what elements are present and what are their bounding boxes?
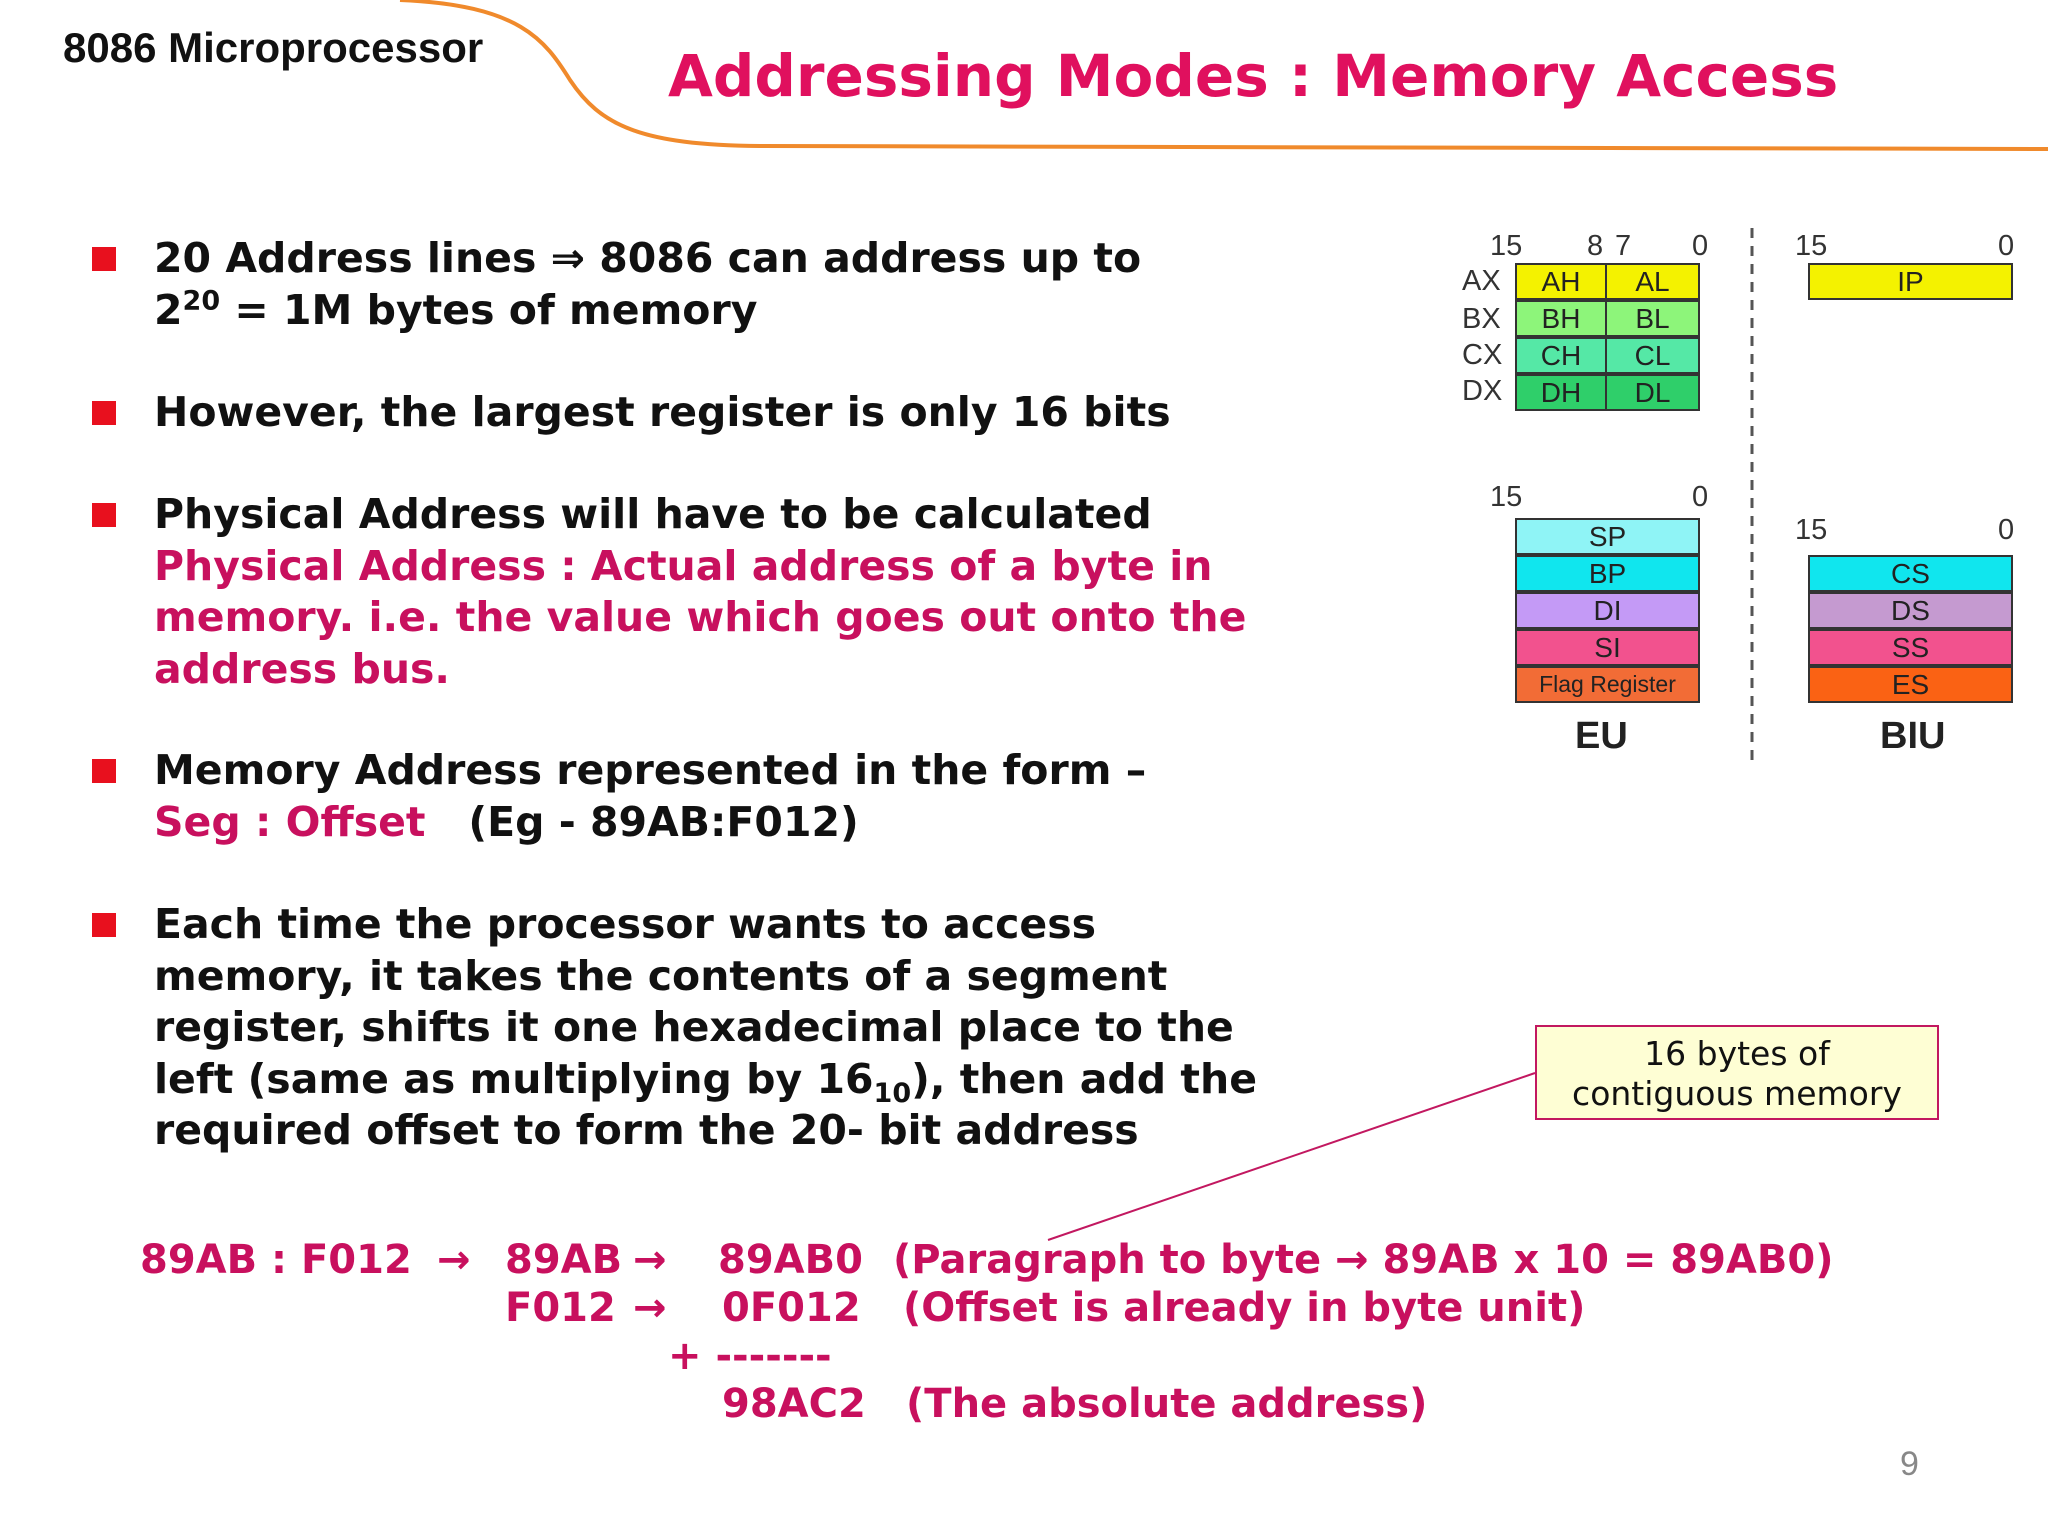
bullet-marker xyxy=(92,759,116,783)
course-title: 8086 Microprocessor xyxy=(63,24,484,71)
callout-box: 16 bytes of contiguous memory xyxy=(1535,1025,1939,1120)
bullet-line: memory. i.e. the value which goes out on… xyxy=(154,593,1247,641)
calc-result: 98AC2 xyxy=(722,1381,866,1427)
page-number: 9 xyxy=(1900,1445,1919,1483)
bit-label: 7 xyxy=(1615,230,1632,262)
bullet-line: Memory Address represented in the form – xyxy=(154,746,1147,794)
register-dl: DL xyxy=(1605,374,1700,411)
calc-sum-line: + ------- xyxy=(668,1333,832,1379)
bullet-marker xyxy=(92,247,116,271)
seg-offset-term: Seg : Offset xyxy=(154,797,426,846)
bit-label: 0 xyxy=(1998,514,2015,546)
bit-label: 15 xyxy=(1490,230,1523,262)
register-ip: IP xyxy=(1808,263,2013,300)
calc-note-result: (The absolute address) xyxy=(906,1381,1428,1427)
register-ah: AH xyxy=(1515,263,1607,300)
subscript: 10 xyxy=(873,1077,912,1109)
bit-label: 0 xyxy=(1692,481,1709,513)
bullet-marker xyxy=(92,401,116,425)
bullet-line: Seg : Offset (Eg - 89AB:F012) xyxy=(154,797,859,846)
bullet-line: memory, it takes the contents of a segme… xyxy=(154,951,1168,1000)
bit-label: 8 xyxy=(1587,230,1604,262)
register-ds: DS xyxy=(1808,592,2013,629)
calc-segment: 89AB xyxy=(505,1237,623,1283)
bullet-line: Each time the processor wants to access xyxy=(154,900,1097,948)
register-si: SI xyxy=(1515,629,1700,666)
exponent: 20 xyxy=(182,284,221,316)
register-ch: CH xyxy=(1515,337,1607,374)
register-name-bx: BX xyxy=(1462,303,1501,335)
eu-label: EU xyxy=(1575,715,1628,757)
bullet-line: register, shifts it one hexadecimal plac… xyxy=(154,1003,1234,1051)
bullet-line: address bus. xyxy=(154,644,450,693)
bullet-line: 20 Address lines ⇒ 8086 can address up t… xyxy=(154,234,1142,282)
callout-line: 16 bytes of xyxy=(1644,1034,1830,1073)
calc-segment-offset: 89AB : F012 xyxy=(140,1237,412,1283)
register-al: AL xyxy=(1605,263,1700,300)
register-es: ES xyxy=(1808,666,2013,703)
register-bp: BP xyxy=(1515,555,1700,592)
calc-arrow: → xyxy=(633,1285,667,1331)
bit-label: 15 xyxy=(1795,230,1828,262)
bullet-line: Physical Address will have to be calcula… xyxy=(154,490,1152,538)
register-name-ax: AX xyxy=(1462,265,1501,297)
callout-pointer-line xyxy=(1047,1072,1536,1241)
bit-label: 0 xyxy=(1692,230,1709,262)
bullet-line: Physical Address : Actual address of a b… xyxy=(154,541,1213,590)
calc-arrow: → xyxy=(633,1237,667,1283)
register-name-dx: DX xyxy=(1462,375,1503,407)
bullet-largest-register: However, the largest register is only 16… xyxy=(154,387,1171,439)
register-dh: DH xyxy=(1515,374,1607,411)
bullet-line: left (same as multiplying by 1610), then… xyxy=(154,1054,1258,1109)
register-name-cx: CX xyxy=(1462,339,1503,371)
bit-label: 15 xyxy=(1795,514,1828,546)
callout-line: contiguous memory xyxy=(1572,1074,1902,1113)
bullet-memory-address-form: Memory Address represented in the form –… xyxy=(154,745,1146,848)
bullet-physical-address: Physical Address will have to be calcula… xyxy=(154,489,1246,695)
bullet-processor-access: Each time the processor wants to access … xyxy=(154,899,1257,1157)
calc-arrow: → xyxy=(437,1237,471,1283)
register-cl: CL xyxy=(1605,337,1700,374)
calc-offset-padded: 0F012 xyxy=(722,1285,861,1331)
slide-title: Addressing Modes : Memory Access xyxy=(668,42,1839,110)
bullet-line: 220 = 1M bytes of memory xyxy=(154,284,758,334)
register-sp: SP xyxy=(1515,518,1700,555)
calc-offset: F012 xyxy=(505,1285,616,1331)
biu-label: BIU xyxy=(1880,715,1946,757)
register-bl: BL xyxy=(1605,300,1700,337)
register-di: DI xyxy=(1515,592,1700,629)
register-bh: BH xyxy=(1515,300,1607,337)
header-curve xyxy=(399,0,2048,151)
bullet-line: required offset to form the 20- bit addr… xyxy=(154,1106,1139,1154)
bullet-address-lines: 20 Address lines ⇒ 8086 can address up t… xyxy=(154,233,1141,336)
bullet-marker xyxy=(92,503,116,527)
register-ss: SS xyxy=(1808,629,2013,666)
bullet-line: However, the largest register is only 16… xyxy=(154,388,1171,436)
calc-note-paragraph: (Paragraph to byte → 89AB x 10 = 89AB0) xyxy=(893,1237,1834,1283)
calc-segment-shifted: 89AB0 xyxy=(718,1237,863,1283)
bit-label: 15 xyxy=(1490,481,1523,513)
bit-label: 0 xyxy=(1998,230,2015,262)
bullet-marker xyxy=(92,913,116,937)
calc-note-offset: (Offset is already in byte unit) xyxy=(903,1285,1586,1331)
register-flags: Flag Register xyxy=(1515,666,1700,703)
register-cs: CS xyxy=(1808,555,2013,592)
